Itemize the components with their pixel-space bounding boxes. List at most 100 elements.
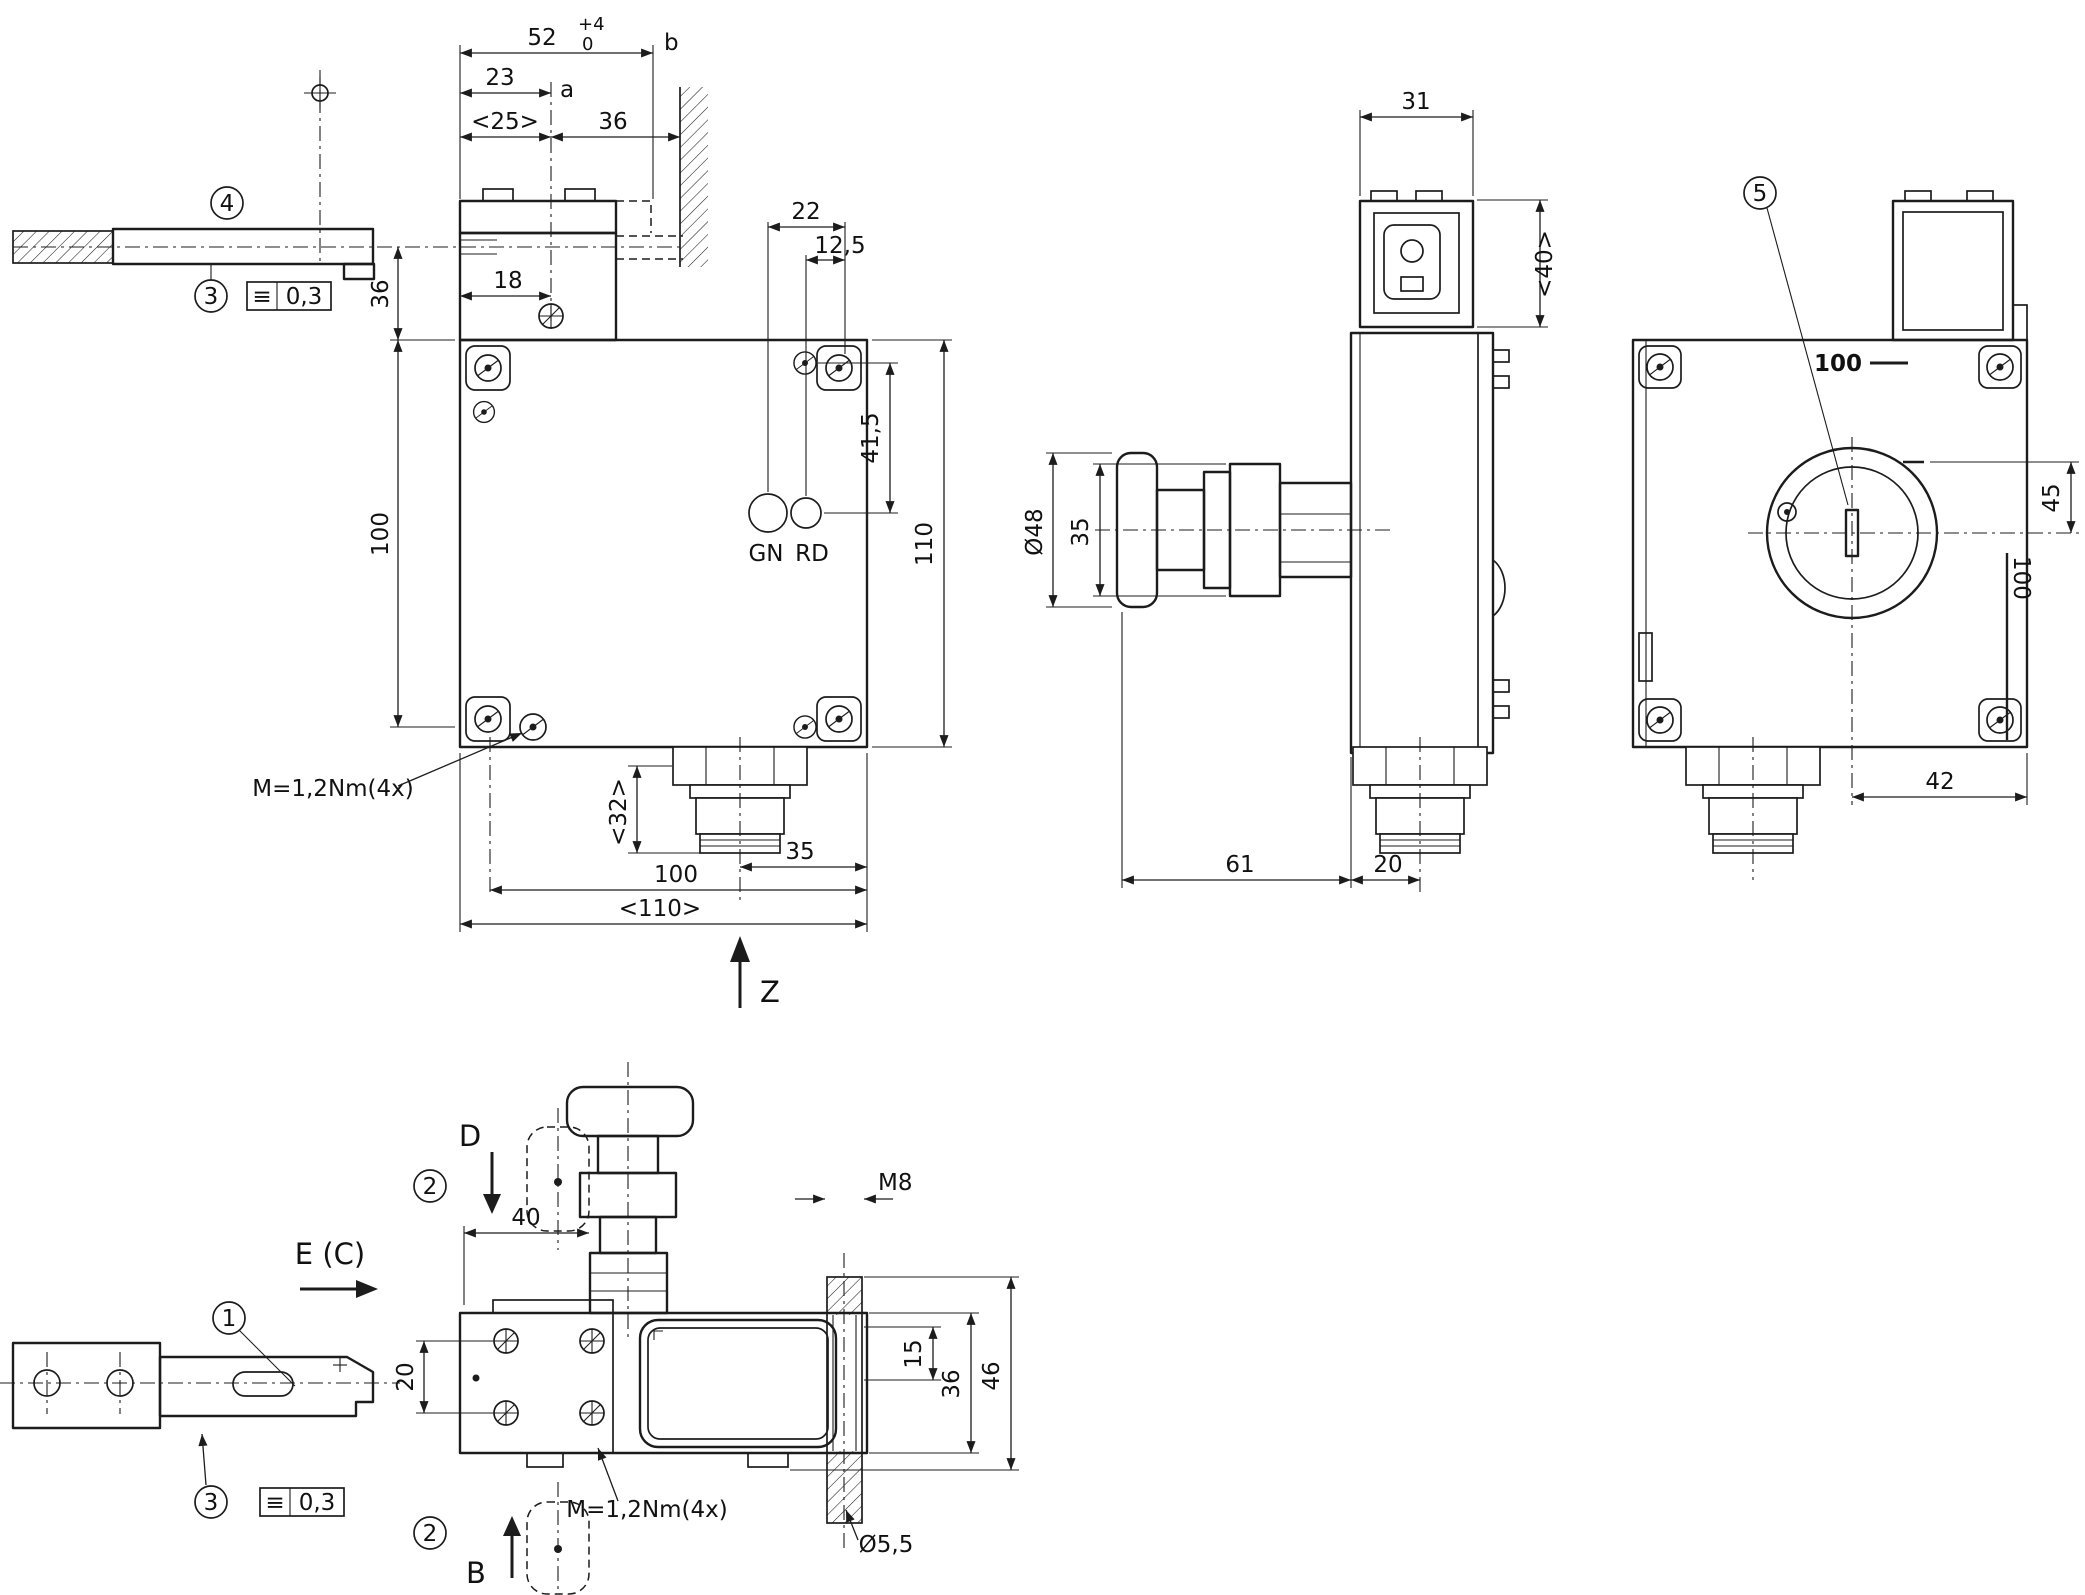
mounting-flange-section [826,1253,863,1548]
tolerance-value: 0,3 [299,1490,336,1516]
tolerance-frame [246,281,332,311]
dim-text: 100 [654,862,698,888]
dim-40-bottom: 40 [463,1205,589,1305]
led-red [790,497,822,529]
dim-41-5: 41,5 [818,362,898,514]
dim-42: 42 [1852,753,2028,805]
dim-text: <40> [1532,230,1558,298]
hole-callout-5-5: Ø5,5 [845,1509,914,1558]
connector-block-side [1358,190,1475,329]
dim-45: 45 [1930,461,2079,533]
torque-text: M=1,2Nm(4x) [566,1497,728,1523]
callout-number: 2 [423,1521,438,1547]
dim-text: 35 [1068,517,1094,546]
actuator-item1 [0,1341,400,1430]
housing-marking: 100 [2008,556,2034,600]
switch-body-side [1349,331,1510,755]
dim-tolerance-lower: 0 [582,34,593,55]
dim-text: 23 [485,65,514,91]
thread-label: M8 [878,1170,912,1196]
dim-text: 110 [912,522,938,566]
dim-15: 15 [864,1326,941,1381]
z-axis-arrow: Z [730,936,780,1009]
dim-text: <32> [606,778,632,846]
led-green-label: GN [748,541,783,567]
view-b-label: B [466,1556,486,1590]
callout-number: 5 [1753,181,1768,207]
estop-button-bottom [565,1062,695,1340]
bracket-screw [579,1328,605,1354]
actuator-slot [232,1371,294,1397]
mounting-screw [825,705,853,733]
switch-body-back [1631,338,2029,749]
led-red-label: RD [795,541,829,567]
mounting-screw [1986,353,2014,381]
tolerance-symbol: ≡ [252,284,271,310]
dim-110-right: 110 [872,339,952,748]
dim-100-bottom: 100 [490,862,867,895]
actuator-blade [111,227,375,266]
switch-body-front [458,338,869,749]
view-arrow-d: D [459,1119,501,1214]
bottom-view: D 2 40 [0,1062,1019,1595]
dim-32: <32> [606,765,700,854]
dim-text: 52 [527,25,556,51]
cover-screw [793,715,817,739]
actuator-item4: 4 3 ≡ 0,3 [12,70,376,313]
cable-gland-back [1685,737,1821,880]
dim-25-36: <25> 36 [460,109,680,142]
dim-46: 46 [790,1276,1019,1471]
estop-mushroom-cap [565,1085,695,1138]
t tolerance-value: 0,3 [286,284,323,310]
datum-b-label: b [664,30,679,56]
thread-callout-m8: M8 [795,1170,912,1204]
dim-20-side: 20 [1351,852,1420,885]
switch-body-bottom [458,1299,869,1468]
dim-12-5: 12,5 [805,233,866,496]
mounting-screw [1646,706,1674,734]
callout-number: 4 [220,191,235,217]
connector-block-back [1891,190,2028,342]
dim-text: 12,5 [814,233,865,259]
dim-36-bottom: 36 [869,1312,979,1454]
dim-text: 61 [1225,852,1254,878]
hole-diameter-label: Ø5,5 [859,1532,914,1558]
dim-text: 36 [598,109,627,135]
front-view: 52 +4 0 b 23 a <25> 36 18 22 [13,14,952,1009]
callout-3-top: 3 ≡ 0,3 [194,264,332,313]
torque-note-front: M=1,2Nm(4x) [252,732,523,802]
view-arrow-b: B [466,1516,521,1590]
estop-button-side [1095,451,1395,609]
callout-2-bottom: 2 [413,1516,447,1550]
hole-crosshair [304,70,336,266]
dim-48: Ø48 [1022,452,1112,608]
tolerance-frame [259,1487,345,1517]
dim-36-left: 36 [368,247,455,341]
callout-2-top: 2 [413,1169,447,1203]
dim-text: 45 [2039,483,2065,512]
mounting-screw [825,354,853,382]
dim-text: Ø48 [1022,508,1048,555]
dim-100-left: 100 [368,340,455,728]
bracket-screw [579,1400,605,1426]
torque-note-bottom: M=1,2Nm(4x) [566,1447,728,1523]
housing-marking: 100 [1814,351,1862,377]
torque-text: M=1,2Nm(4x) [252,776,414,802]
actuator-hook [342,262,376,281]
dim-text: 20 [393,1362,419,1391]
view-ec-label: E (C) [295,1237,365,1271]
callout-number: 1 [222,1306,237,1332]
dim-61: 61 [1121,612,1352,888]
housing-mark-100: 100 [1814,351,1908,377]
z-axis-label: Z [760,975,780,1009]
dim-text: 42 [1925,769,1954,795]
callout-1: 1 [212,1301,296,1387]
dim-text: 46 [979,1361,1005,1390]
callout-5: 5 [1743,176,1849,506]
led-labels: GN RD [748,541,828,567]
side-view: 31 <40> [1022,89,1558,895]
actuator-head [458,188,683,342]
housing-scale-right: 100 [2005,553,2034,740]
